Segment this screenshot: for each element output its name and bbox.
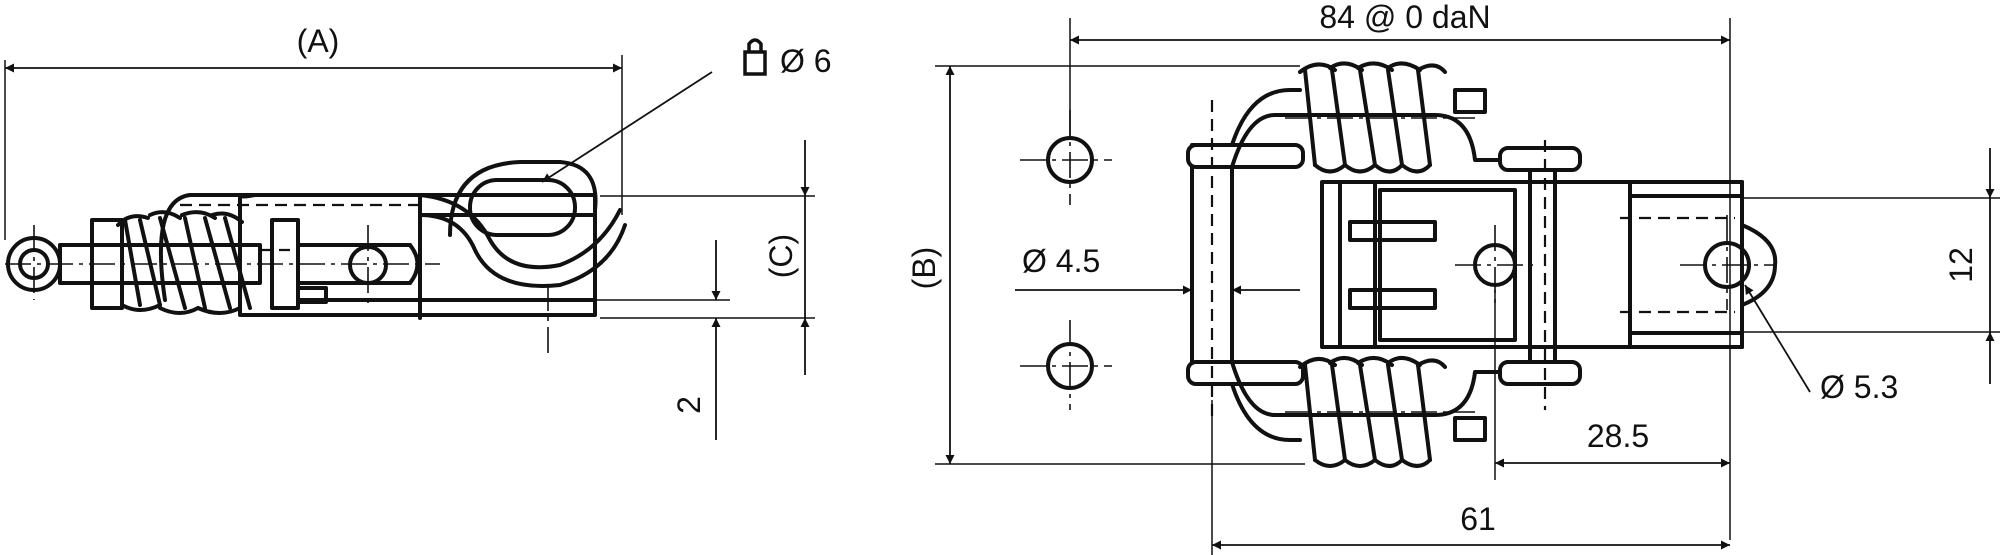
bottom-spring <box>1285 356 1475 468</box>
dim-spring-length-label: 84 @ 0 daN <box>1319 0 1490 35</box>
front-view-dimensions: 84 @ 0 daN (B) Ø 4.5 Ø 5.3 12 28.5 61 <box>906 0 2000 555</box>
dim-height-label: 12 <box>1943 247 1979 283</box>
dim-hole-left-label: Ø 4.5 <box>1022 243 1100 279</box>
dim-thickness-label: 2 <box>671 396 707 414</box>
dim-c-label: (C) <box>763 234 799 278</box>
top-spring <box>1285 61 1475 174</box>
front-view <box>1020 61 1778 468</box>
dim-offset-label: 28.5 <box>1587 418 1649 454</box>
side-view-dimensions: (A) (C) 2 Ø 6 <box>4 23 832 440</box>
dim-a-label: (A) <box>297 23 340 59</box>
dim-hole-right-label: Ø 5.3 <box>1820 369 1898 405</box>
dim-b-label: (B) <box>906 247 942 290</box>
side-view <box>5 160 627 355</box>
padlock-diameter-label: Ø 6 <box>780 43 832 79</box>
padlock-icon <box>743 38 767 76</box>
dim-width-label: 61 <box>1460 501 1496 537</box>
